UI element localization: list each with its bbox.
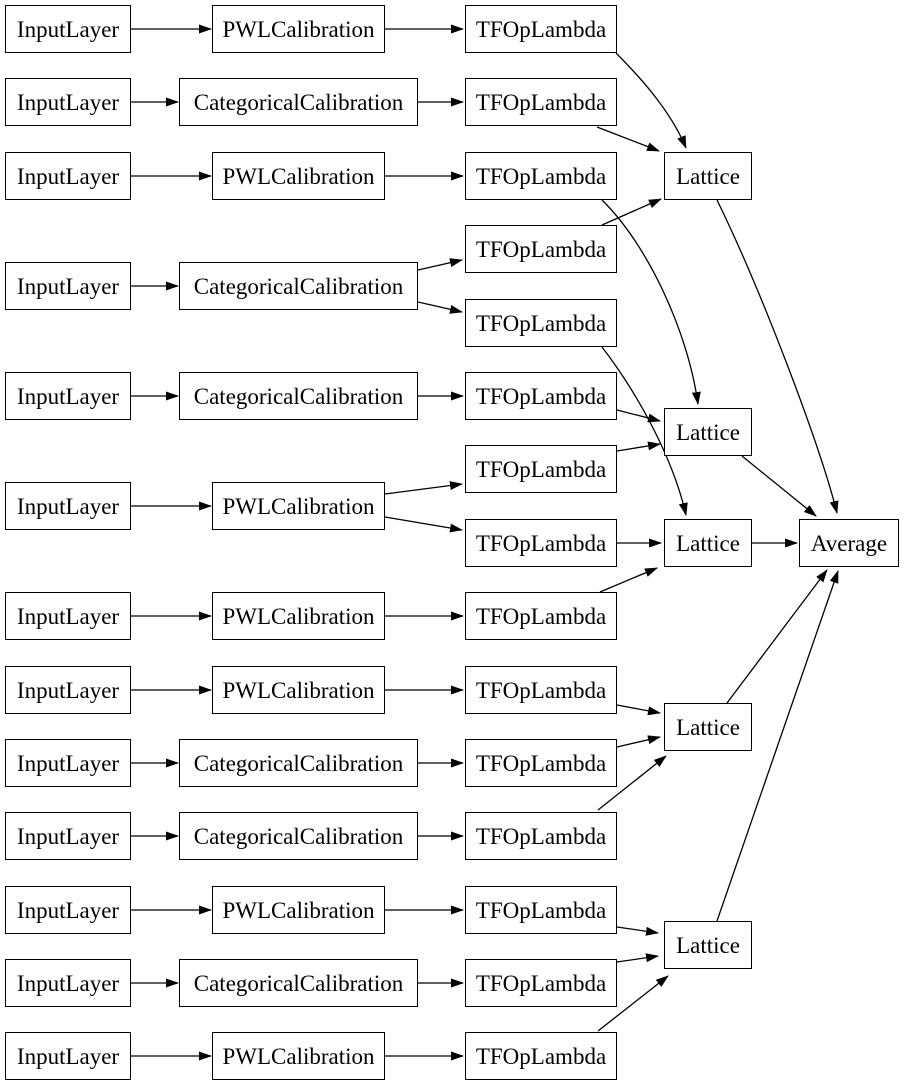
node-lattice-lat1: Lattice [664, 152, 752, 200]
node-lattice-lat3: Lattice [664, 519, 752, 567]
node-inputlayer-in2: InputLayer [5, 78, 131, 126]
node-categoricalcalibration-cal4: CategoricalCalibration [179, 262, 418, 310]
edge-op11-lat4 [616, 735, 661, 748]
edge-op3-lat2 [601, 199, 701, 405]
edge-op5-lat3 [601, 346, 688, 516]
node-categoricalcalibration-cal10: CategoricalCalibration [179, 812, 418, 860]
edge-op4-lat1 [601, 198, 662, 226]
node-tfoplambda-op8: TFOpLambda [465, 519, 617, 567]
node-pwlcalibration-cal7: PWLCalibration [212, 592, 385, 640]
node-tfoplambda-op15: TFOpLambda [465, 1032, 617, 1080]
edge-op13-lat5 [616, 926, 659, 936]
node-inputlayer-in11: InputLayer [5, 886, 131, 934]
node-tfoplambda-op13: TFOpLambda [465, 886, 617, 934]
edge-lat2-avg [741, 455, 817, 517]
node-categoricalcalibration-cal9: CategoricalCalibration [179, 739, 418, 787]
edge-op2-lat1 [596, 126, 660, 152]
node-lattice-lat4: Lattice [664, 703, 752, 751]
node-pwlcalibration-cal8: PWLCalibration [212, 666, 385, 714]
edge-cal4-op4 [417, 258, 463, 271]
edge-op10-lat4 [616, 704, 661, 716]
edge-op12-lat4 [597, 755, 667, 811]
edge-op14-lat5 [616, 953, 659, 963]
edge-op1-lat1 [615, 52, 687, 149]
edge-lat5-avg [716, 570, 839, 922]
node-inputlayer-in10: InputLayer [5, 812, 131, 860]
node-inputlayer-in5: InputLayer [5, 372, 131, 420]
node-tfoplambda-op14: TFOpLambda [465, 959, 617, 1007]
node-tfoplambda-op2: TFOpLambda [465, 78, 617, 126]
node-inputlayer-in6: InputLayer [5, 482, 131, 530]
edge-lat4-avg [726, 569, 828, 704]
node-lattice-lat5: Lattice [664, 921, 752, 969]
node-inputlayer-in1: InputLayer [5, 5, 131, 53]
node-lattice-lat2: Lattice [664, 408, 752, 456]
node-tfoplambda-op9: TFOpLambda [465, 592, 617, 640]
edge-op9-lat3 [599, 567, 658, 593]
node-categoricalcalibration-cal2: CategoricalCalibration [179, 78, 418, 126]
node-tfoplambda-op10: TFOpLambda [465, 666, 617, 714]
node-tfoplambda-op6: TFOpLambda [465, 372, 617, 420]
node-average-avg: Average [799, 519, 899, 567]
edge-cal6-op8 [384, 516, 463, 533]
node-inputlayer-in8: InputLayer [5, 666, 131, 714]
node-tfoplambda-op7: TFOpLambda [465, 445, 617, 493]
node-tfoplambda-op3: TFOpLambda [465, 152, 617, 200]
edge-op6-lat2 [616, 409, 661, 423]
node-inputlayer-in12: InputLayer [5, 959, 131, 1007]
edge-cal4-op5 [417, 301, 463, 314]
node-inputlayer-in13: InputLayer [5, 1032, 131, 1080]
node-inputlayer-in9: InputLayer [5, 739, 131, 787]
node-pwlcalibration-cal13: PWLCalibration [212, 1032, 385, 1080]
node-categoricalcalibration-cal5: CategoricalCalibration [179, 372, 418, 420]
node-tfoplambda-op5: TFOpLambda [465, 299, 617, 347]
node-tfoplambda-op11: TFOpLambda [465, 739, 617, 787]
edges-group [131, 24, 839, 1061]
node-inputlayer-in7: InputLayer [5, 592, 131, 640]
node-tfoplambda-op1: TFOpLambda [465, 5, 617, 53]
node-pwlcalibration-cal6: PWLCalibration [212, 482, 385, 530]
edge-lat1-avg [716, 199, 839, 514]
node-pwlcalibration-cal11: PWLCalibration [212, 886, 385, 934]
edge-op7-lat2 [616, 441, 661, 452]
node-inputlayer-in3: InputLayer [5, 152, 131, 200]
node-tfoplambda-op4: TFOpLambda [465, 225, 617, 273]
node-tfoplambda-op12: TFOpLambda [465, 812, 617, 860]
edge-op15-lat5 [597, 975, 669, 1032]
edge-cal6-op7 [384, 481, 463, 495]
node-inputlayer-in4: InputLayer [5, 262, 131, 310]
node-pwlcalibration-cal1: PWLCalibration [212, 5, 385, 53]
node-categoricalcalibration-cal12: CategoricalCalibration [179, 959, 418, 1007]
node-pwlcalibration-cal3: PWLCalibration [212, 152, 385, 200]
